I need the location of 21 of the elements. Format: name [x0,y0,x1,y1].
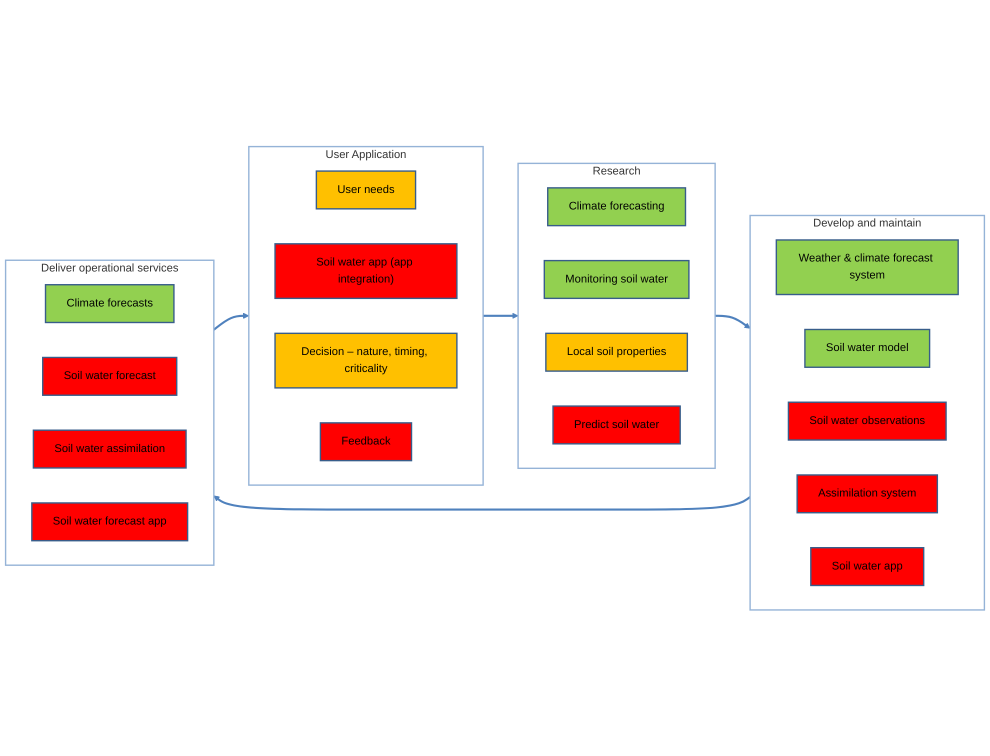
node-box: Soil water forecast [42,356,178,396]
arrow [483,312,518,319]
node-box: Soil water observations [788,401,947,440]
node-box: Predict soil water [552,405,681,444]
node-box: User needs [316,170,416,210]
node-box: Soil water assimilation [32,429,187,468]
node-box: Feedback [320,422,412,462]
node-box: Assimilation system [796,474,938,514]
arrow [213,312,250,330]
node-box: Weather & climate forecast system [776,238,959,295]
node-box: Climate forecasts [44,284,175,323]
node-box: Soil water app (app integration) [274,242,458,299]
arrow [214,495,751,510]
node-box: Local soil properties [545,332,688,372]
node-box: Soil water model [804,328,930,368]
node-box: Decision – nature, timing, criticality [274,332,458,388]
node-box: Climate forecasting [547,186,686,226]
node-box: Soil water app [810,546,924,586]
node-box: Monitoring soil water [544,260,690,299]
arrow [715,314,750,328]
node-box: Soil water forecast app [31,502,188,542]
